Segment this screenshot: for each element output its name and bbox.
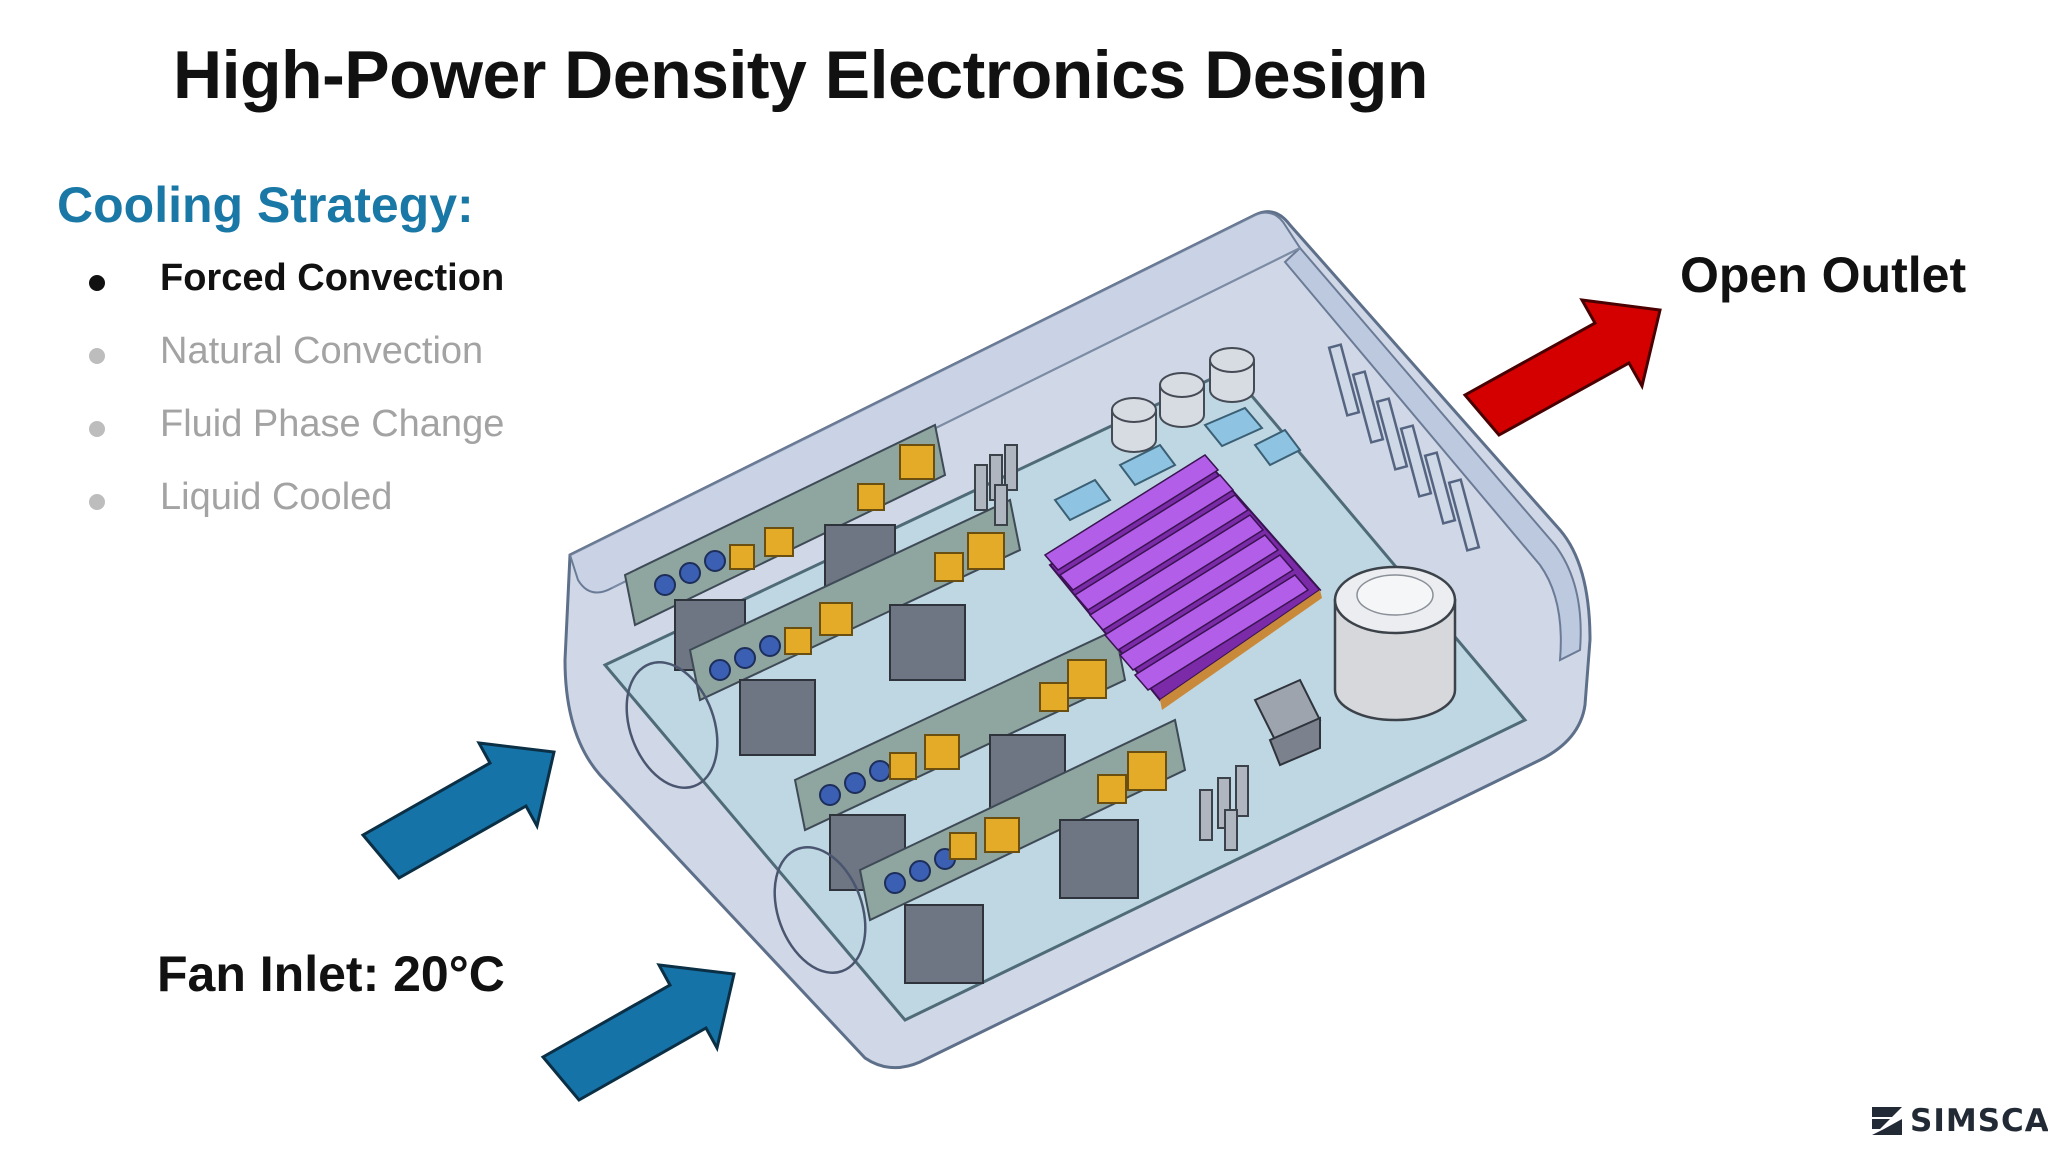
top-capacitors [1111, 347, 1255, 453]
inlet-arrow-icon [360, 741, 556, 880]
bullet-dot [89, 421, 105, 437]
simscale-logo-text: SIMSCALE [1910, 1103, 2048, 1139]
bullet-dot [89, 275, 105, 291]
strategy-label: Liquid Cooled [160, 476, 393, 518]
smd-pads [1053, 406, 1302, 522]
fan-inlet-label: Fan Inlet: 20°C [157, 946, 505, 1002]
strategy-label: Forced Convection [160, 257, 505, 299]
bullet-dot [89, 348, 105, 364]
large-capacitor [1333, 565, 1457, 722]
regulator-block [1253, 678, 1322, 767]
power-stage-row-2 [688, 498, 1022, 756]
inlet-arrow-icon [540, 963, 736, 1102]
outlet-vent-slots [1327, 343, 1481, 552]
heatsink [1043, 454, 1322, 710]
outlet-arrow-icon [1462, 298, 1662, 437]
cooling-strategy-heading: Cooling Strategy: [57, 177, 474, 233]
small-pins-bottom [1199, 765, 1249, 851]
bullet-dot [89, 494, 105, 510]
fan-inlet-rings [625, 661, 867, 974]
small-pins-top [974, 444, 1018, 526]
open-outlet-label: Open Outlet [1680, 247, 1967, 303]
simscale-logo: SIMSCALE [1870, 1103, 2048, 1139]
strategy-label: Natural Convection [160, 330, 484, 372]
slide-title: High-Power Density Electronics Design [173, 37, 1428, 113]
simscale-logo-icon [1872, 1107, 1902, 1135]
strategy-label: Fluid Phase Change [160, 403, 505, 445]
power-stage-row-4 [858, 718, 1187, 984]
